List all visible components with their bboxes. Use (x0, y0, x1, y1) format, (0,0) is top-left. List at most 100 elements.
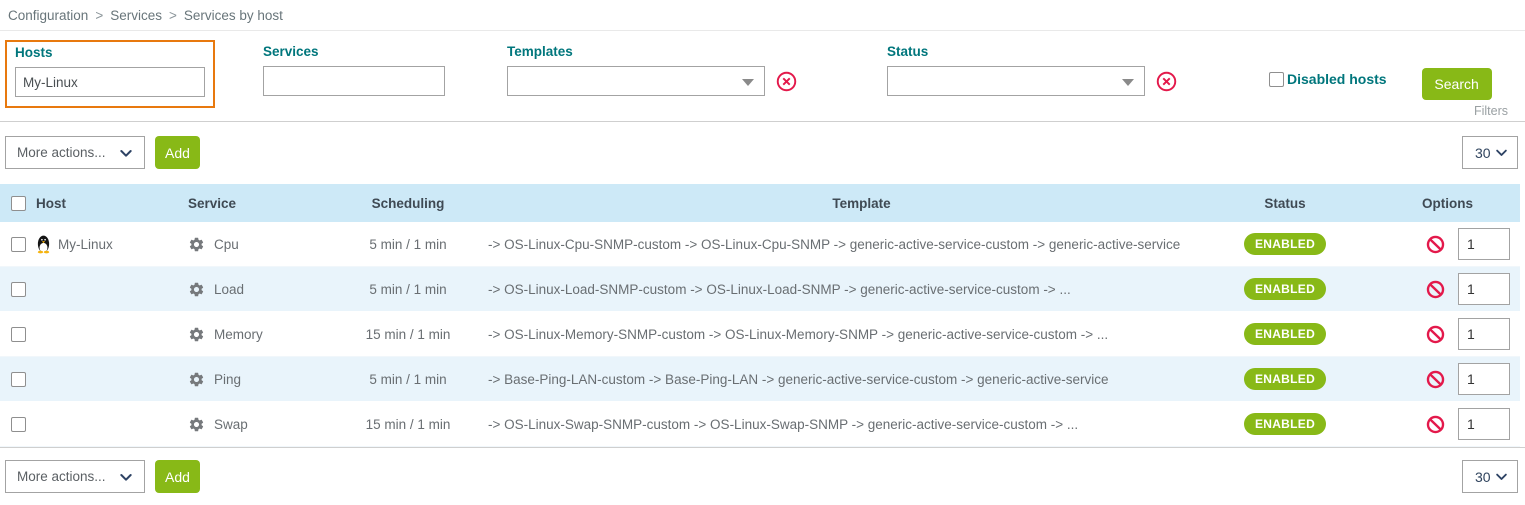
status-filter-group: Status (887, 44, 1177, 96)
duplicate-count-input[interactable] (1458, 228, 1510, 260)
add-button-bottom[interactable]: Add (155, 460, 200, 493)
header-service: Service (188, 195, 237, 211)
gear-icon (188, 416, 205, 433)
chevron-down-icon (1494, 469, 1509, 484)
scheduling-value: 5 min / 1 min (369, 371, 447, 387)
service-link[interactable]: Swap (214, 416, 248, 432)
filters-tab-label: Filters (1473, 104, 1508, 118)
header-host: Host (36, 195, 66, 211)
select-all-checkbox[interactable] (10, 195, 26, 211)
host-link[interactable]: My-Linux (58, 236, 113, 252)
more-actions-select[interactable]: More actions... (5, 136, 145, 169)
table-header-row: Host Service Scheduling Template Status … (0, 184, 1520, 222)
scheduling-value: 15 min / 1 min (365, 416, 451, 432)
status-badge: ENABLED (1243, 278, 1327, 300)
chevron-down-icon (118, 145, 134, 161)
table-row: Load 5 min / 1 min -> OS-Linux-Load-SNMP… (0, 267, 1520, 312)
search-button[interactable]: Search (1421, 68, 1492, 100)
template-chain: -> OS-Linux-Cpu-SNMP-custom -> OS-Linux-… (488, 236, 1181, 252)
bottom-toolbar: More actions... Add 30 (0, 447, 1525, 505)
status-clear-icon[interactable] (1156, 71, 1177, 92)
templates-select[interactable] (507, 66, 765, 96)
hosts-input[interactable] (15, 67, 205, 97)
filter-panel: Hosts Services Templates Status (0, 30, 1525, 122)
duplicate-count-input[interactable] (1458, 408, 1510, 440)
top-toolbar: More actions... Add 30 (0, 122, 1525, 184)
status-badge: ENABLED (1243, 233, 1327, 255)
scheduling-value: 5 min / 1 min (369, 281, 447, 297)
template-chain: -> Base-Ping-LAN-custom -> Base-Ping-LAN… (488, 371, 1109, 387)
scheduling-value: 15 min / 1 min (365, 326, 451, 342)
template-chain: -> OS-Linux-Swap-SNMP-custom -> OS-Linux… (488, 416, 1079, 432)
row-checkbox[interactable] (10, 236, 26, 252)
chevron-down-icon (1494, 145, 1509, 160)
header-scheduling: Scheduling (371, 195, 445, 211)
page-size-select[interactable]: 30 (1462, 136, 1518, 169)
service-link[interactable]: Ping (214, 371, 242, 387)
gear-icon (188, 326, 205, 343)
service-link[interactable]: Cpu (214, 236, 239, 252)
status-select[interactable] (887, 66, 1145, 96)
status-badge: ENABLED (1243, 368, 1327, 390)
template-chain: -> OS-Linux-Memory-SNMP-custom -> OS-Lin… (488, 326, 1109, 342)
dropdown-arrow-icon (742, 79, 754, 86)
no-entry-icon[interactable] (1426, 370, 1445, 389)
row-checkbox[interactable] (10, 416, 26, 432)
no-entry-icon[interactable] (1426, 280, 1445, 299)
hosts-label: Hosts (15, 45, 53, 60)
services-input[interactable] (263, 66, 445, 96)
page-size-select-bottom[interactable]: 30 (1462, 460, 1518, 493)
duplicate-count-input[interactable] (1458, 273, 1510, 305)
table-row: Swap 15 min / 1 min -> OS-Linux-Swap-SNM… (0, 402, 1520, 447)
chevron-down-icon (118, 469, 134, 485)
no-entry-icon[interactable] (1426, 325, 1445, 344)
templates-clear-icon[interactable] (776, 71, 797, 92)
table-row: Ping 5 min / 1 min -> Base-Ping-LAN-cust… (0, 357, 1520, 402)
gear-icon (188, 281, 205, 298)
no-entry-icon[interactable] (1426, 235, 1445, 254)
more-actions-select-bottom[interactable]: More actions... (5, 460, 145, 493)
services-label: Services (263, 44, 319, 59)
breadcrumb-configuration[interactable]: Configuration (8, 7, 89, 23)
service-link[interactable]: Load (214, 281, 245, 297)
status-badge: ENABLED (1243, 323, 1327, 345)
scheduling-value: 5 min / 1 min (369, 236, 447, 252)
template-chain: -> OS-Linux-Load-SNMP-custom -> OS-Linux… (488, 281, 1071, 297)
gear-icon (188, 236, 205, 253)
gear-icon (188, 371, 205, 388)
more-actions-label: More actions... (17, 145, 106, 160)
header-options: Options (1422, 195, 1473, 211)
status-label: Status (887, 44, 929, 59)
more-actions-label: More actions... (17, 469, 106, 484)
templates-filter-group: Templates (507, 44, 797, 96)
header-template: Template (832, 195, 891, 211)
disabled-hosts-checkbox[interactable] (1269, 71, 1284, 87)
services-filter-group: Services (263, 44, 445, 96)
breadcrumb: Configuration > Services > Services by h… (0, 0, 1525, 30)
row-checkbox[interactable] (10, 281, 26, 297)
header-status: Status (1264, 195, 1306, 211)
hosts-filter-group: Hosts (5, 40, 215, 108)
breadcrumb-services[interactable]: Services (110, 7, 162, 23)
dropdown-arrow-icon (1122, 79, 1134, 86)
no-entry-icon[interactable] (1426, 415, 1445, 434)
breadcrumb-separator: > (168, 7, 177, 23)
services-table: Host Service Scheduling Template Status … (0, 184, 1520, 447)
duplicate-count-input[interactable] (1458, 318, 1510, 350)
table-row: Memory 15 min / 1 min -> OS-Linux-Memory… (0, 312, 1520, 357)
disabled-hosts-label[interactable]: Disabled hosts (1287, 71, 1387, 87)
page-size-value: 30 (1475, 144, 1491, 161)
add-button[interactable]: Add (155, 136, 200, 169)
service-link[interactable]: Memory (214, 326, 263, 342)
page-size-value: 30 (1475, 468, 1491, 485)
row-checkbox[interactable] (10, 371, 26, 387)
duplicate-count-input[interactable] (1458, 363, 1510, 395)
breadcrumb-services-by-host[interactable]: Services by host (183, 7, 283, 23)
status-badge: ENABLED (1243, 413, 1327, 435)
breadcrumb-separator: > (95, 7, 104, 23)
templates-label: Templates (507, 44, 573, 59)
linux-tux-icon (36, 234, 51, 254)
row-checkbox[interactable] (10, 326, 26, 342)
disabled-hosts-group: Disabled hosts (1269, 71, 1387, 87)
